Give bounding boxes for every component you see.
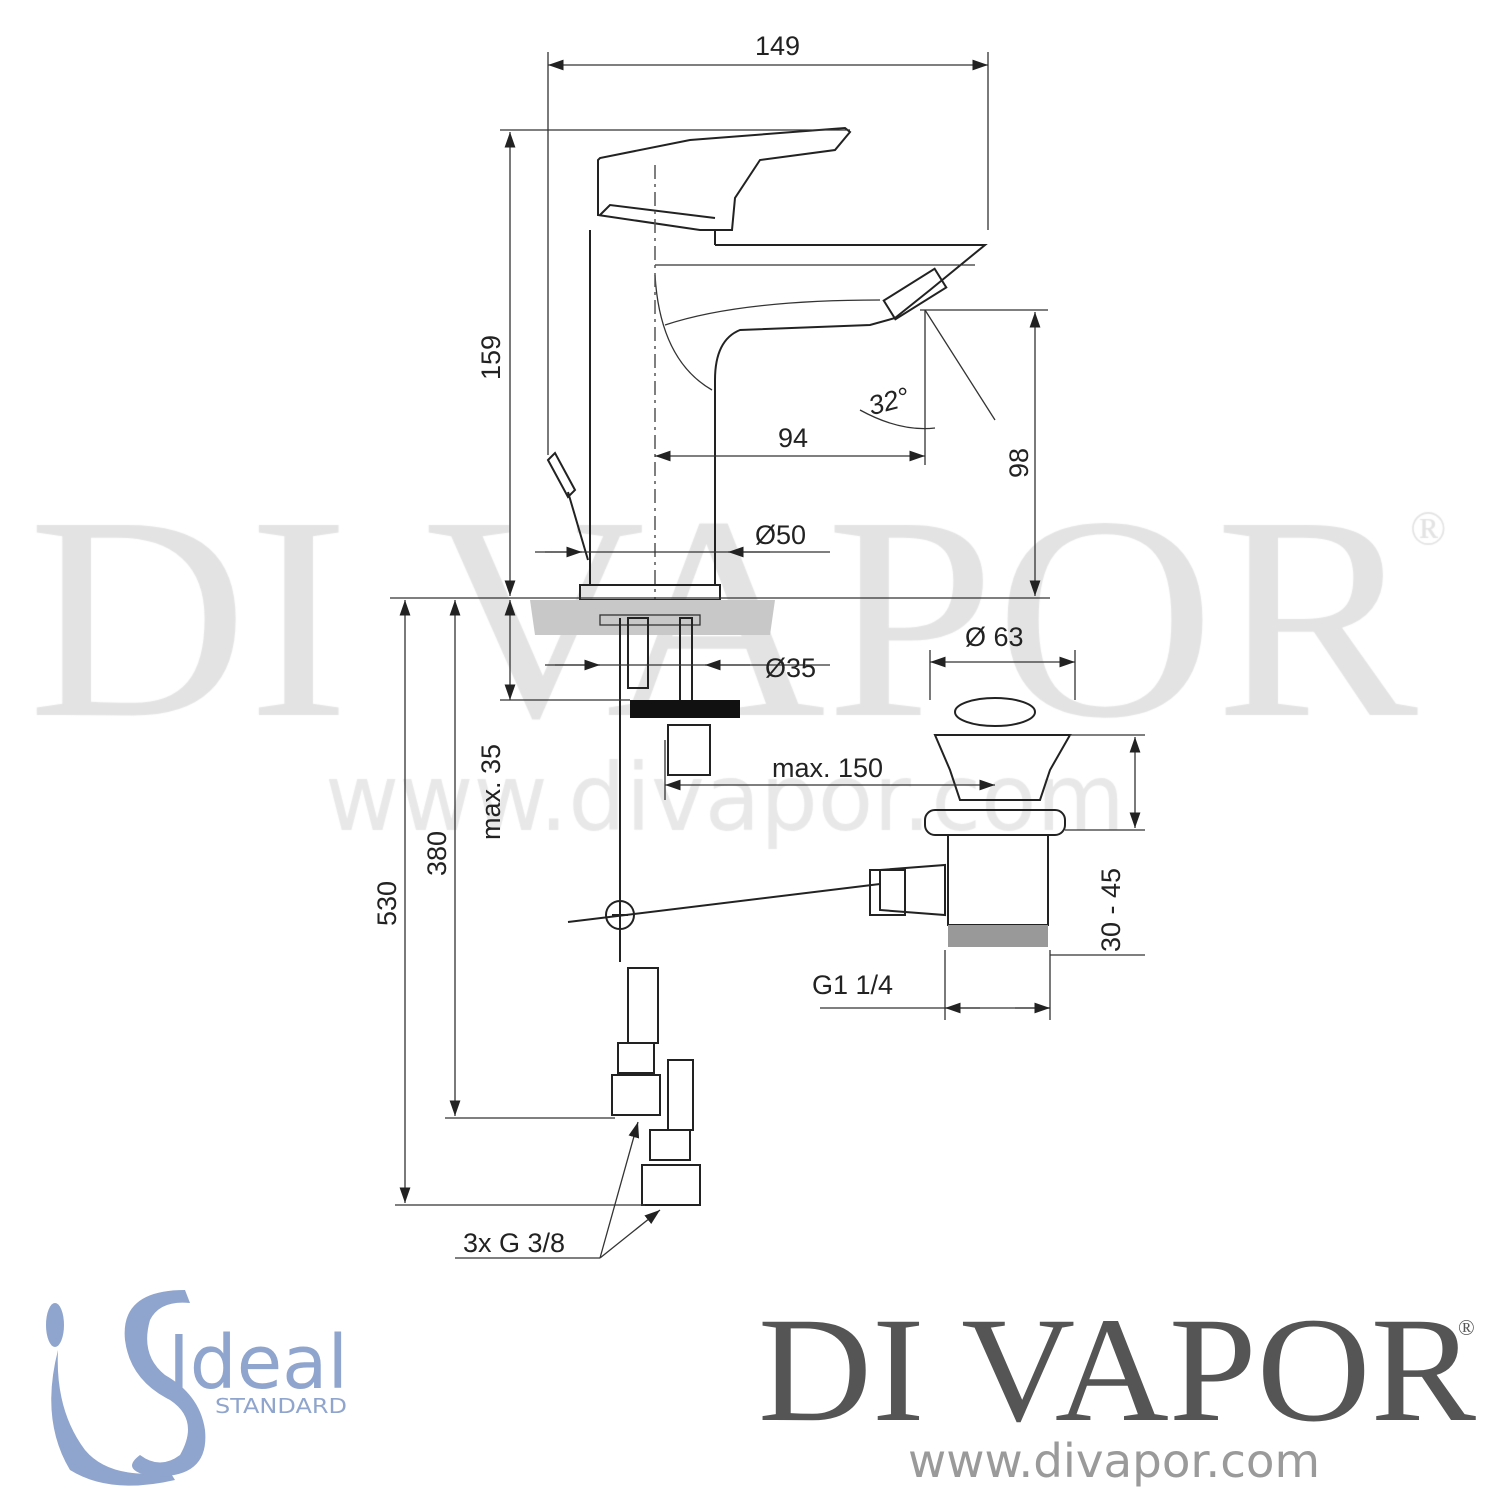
dim-waste-adjust: 30 - 45 [1096, 868, 1126, 952]
divapor-brand: DI VAPOR [758, 1287, 1476, 1453]
dim-connections: 3x G 3/8 [463, 1228, 565, 1258]
dimension-lines [395, 52, 1145, 1259]
dimension-labels: 149 159 94 32° 98 Ø50 Ø35 max. 35 max. 1… [372, 31, 1126, 1258]
faucet-outline [546, 126, 988, 601]
divapor-logo: DI VAPOR ® www.divapor.com [758, 1287, 1476, 1488]
dim-hose-long: 530 [372, 881, 402, 926]
dim-height-total: 159 [476, 335, 506, 380]
dim-spout-height: 98 [1004, 448, 1034, 478]
dim-base-diameter: Ø50 [755, 520, 806, 550]
ideal-standard-logo: Ideal STANDARD [46, 1290, 348, 1486]
pop-up-waste [869, 697, 1072, 947]
supply-hoses [611, 967, 701, 1206]
dim-waste-diameter: Ø 63 [965, 622, 1024, 652]
dim-width-total: 149 [755, 31, 800, 61]
dim-waste-thread: G1 1/4 [812, 970, 893, 1000]
dim-hose-short: 380 [422, 831, 452, 876]
ideal-logo-text: Ideal [168, 1320, 348, 1406]
divapor-url: www.divapor.com [908, 1434, 1320, 1488]
dim-max-rod: max. 150 [772, 753, 883, 783]
divapor-registered: ® [1458, 1315, 1475, 1340]
standard-logo-text: STANDARD [215, 1394, 347, 1418]
countertop [390, 597, 1050, 962]
dim-max-deck: max. 35 [476, 744, 506, 840]
dim-shank-diameter: Ø35 [765, 653, 816, 683]
dim-spout-angle: 32° [865, 382, 912, 422]
dim-spout-reach: 94 [778, 423, 808, 453]
